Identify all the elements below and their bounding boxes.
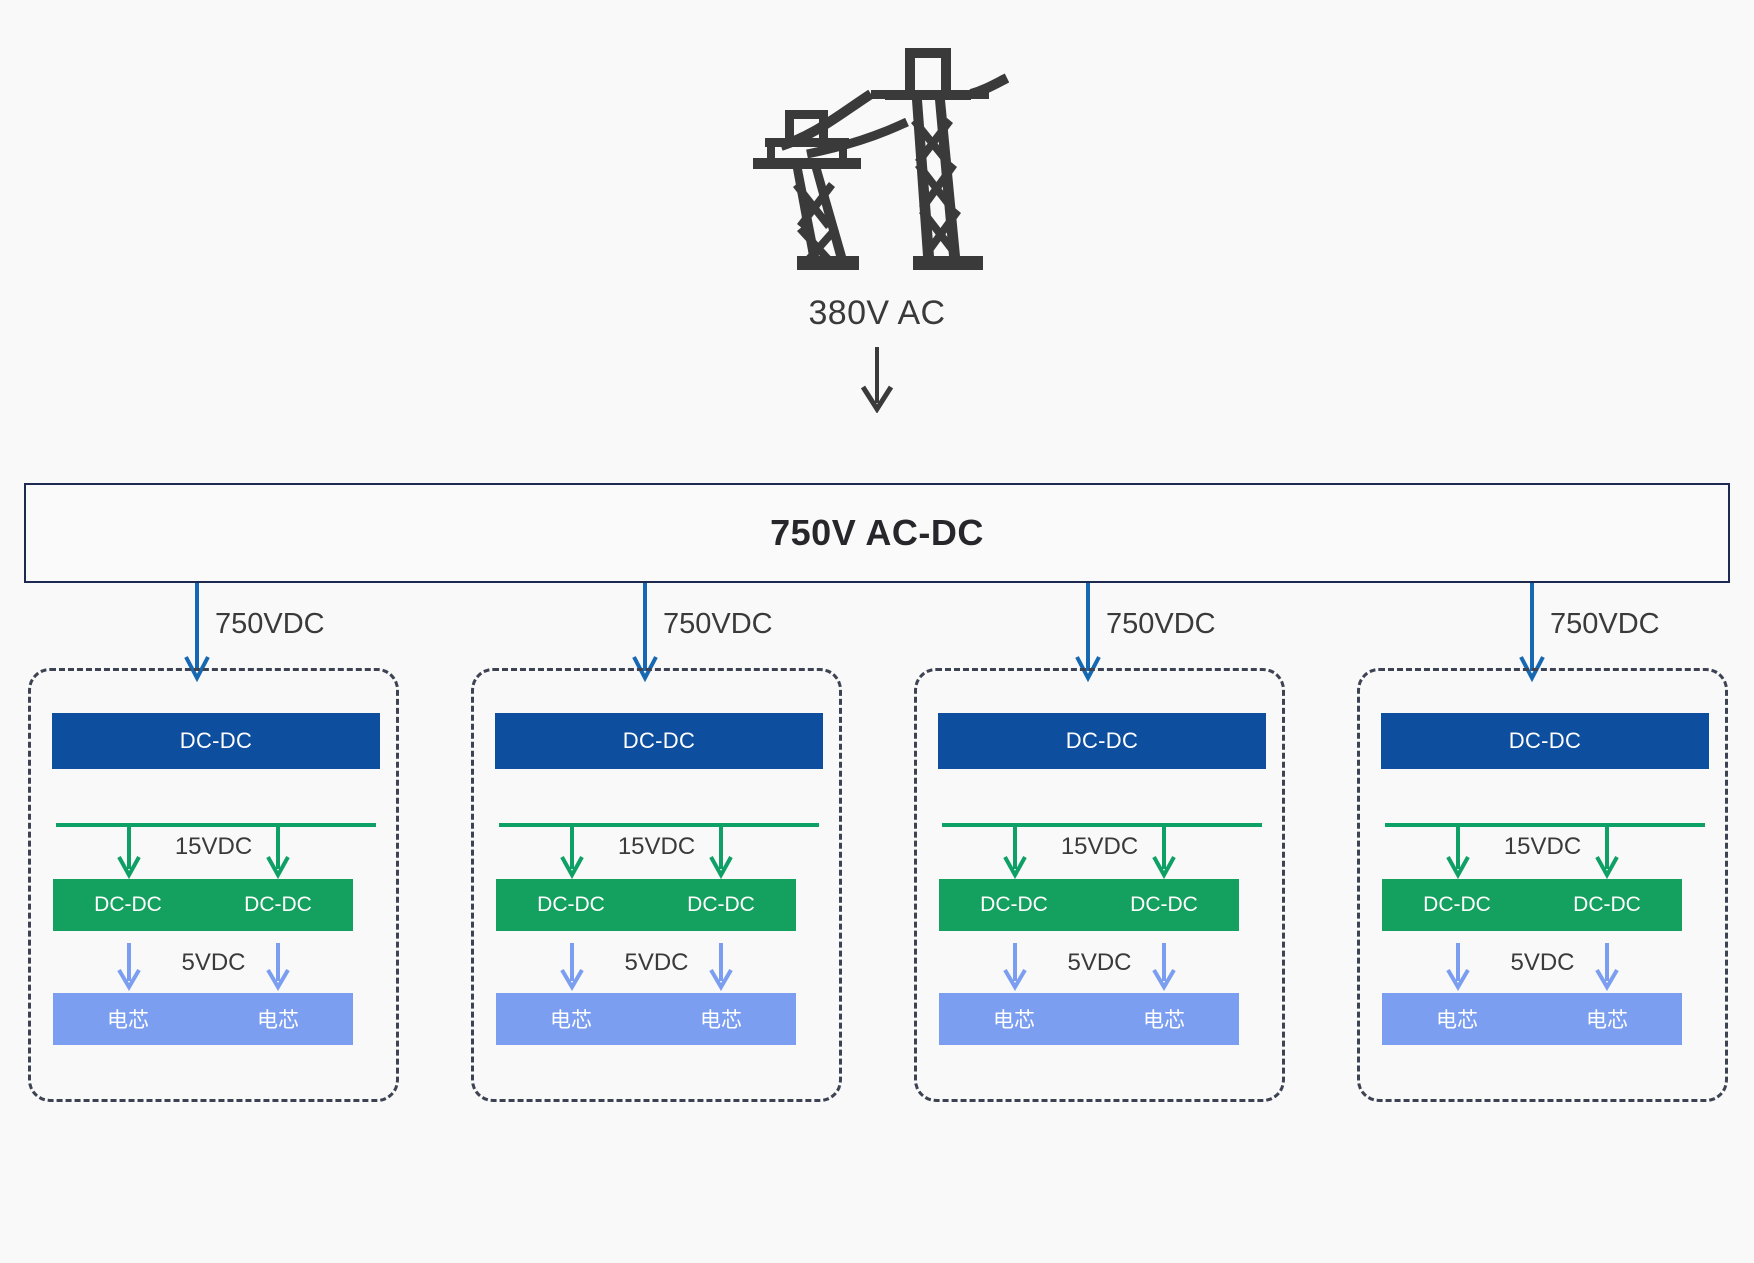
battery-cell-label: 电芯	[1436, 1009, 1478, 1032]
battery-cell-2[interactable]: 电芯	[203, 993, 353, 1045]
feeder-3: 750VDC	[891, 583, 1329, 689]
lv-dc-dc-label: DC-DC	[537, 893, 605, 916]
lv-dc-dc-converter-1[interactable]: DC-DC	[53, 879, 203, 931]
lv-dc-dc-label: DC-DC	[1423, 893, 1491, 916]
bus-line-15v	[942, 823, 1262, 827]
battery-cell-label: 电芯	[107, 1009, 149, 1032]
feeder-down-arrow-icon	[632, 583, 658, 683]
bus-voltage-label: 15VDC	[617, 833, 696, 860]
lv-dc-dc-converter-2[interactable]: DC-DC	[1532, 879, 1682, 931]
battery-cell-label: 电芯	[257, 1009, 299, 1032]
output-down-arrow-left-icon	[1446, 943, 1470, 991]
battery-cell-label: 电芯	[993, 1009, 1035, 1032]
power-source-block: 380V AC	[0, 34, 1754, 413]
output-down-arrow-right-icon	[1152, 943, 1176, 991]
feeder-voltage-label: 750VDC	[215, 608, 325, 640]
lv-dc-dc-converter-2[interactable]: DC-DC	[203, 879, 353, 931]
bus-down-arrow-left-icon	[1446, 827, 1470, 879]
output-voltage-label: 5VDC	[1510, 949, 1575, 976]
lv-dc-dc-converter-2[interactable]: DC-DC	[1089, 879, 1239, 931]
ac-dc-converter-bar[interactable]: 750V AC-DC	[24, 483, 1730, 583]
feeder-down-arrow-icon	[1075, 583, 1101, 683]
hv-dc-dc-converter[interactable]: DC-DC	[52, 713, 380, 769]
battery-cell-label: 电芯	[550, 1009, 592, 1032]
feeder-2: 750VDC	[448, 583, 886, 689]
battery-cell-2[interactable]: 电芯	[1532, 993, 1682, 1045]
output-down-arrow-left-icon	[1003, 943, 1027, 991]
lv-dc-dc-label: DC-DC	[1573, 893, 1641, 916]
battery-cell-label: 电芯	[1586, 1009, 1628, 1032]
power-group-4[interactable]: DC-DC 15VDC DC-DC DC-DC	[1357, 668, 1728, 1102]
output-voltage-label: 5VDC	[1067, 949, 1132, 976]
battery-cell-2[interactable]: 电芯	[1089, 993, 1239, 1045]
output-down-arrow-right-icon	[1595, 943, 1619, 991]
lv-dc-dc-label: DC-DC	[94, 893, 162, 916]
feeder-voltage-label: 750VDC	[663, 608, 773, 640]
output-voltage-label: 5VDC	[181, 949, 246, 976]
output-down-arrow-left-icon	[560, 943, 584, 991]
bus-down-arrow-left-icon	[560, 827, 584, 879]
lv-dc-dc-label: DC-DC	[1130, 893, 1198, 916]
feeder-voltage-label: 750VDC	[1550, 608, 1660, 640]
battery-cell-label: 电芯	[700, 1009, 742, 1032]
battery-cell-2[interactable]: 电芯	[646, 993, 796, 1045]
output-down-arrow-right-icon	[709, 943, 733, 991]
hv-dc-dc-converter[interactable]: DC-DC	[1381, 713, 1709, 769]
lv-dc-dc-converter-1[interactable]: DC-DC	[1382, 879, 1532, 931]
source-down-arrow-icon	[860, 347, 894, 413]
lv-dc-dc-converter-1[interactable]: DC-DC	[496, 879, 646, 931]
power-group-1[interactable]: DC-DC 15VDC DC-DC DC-DC	[28, 668, 399, 1102]
bus-down-arrow-right-icon	[1152, 827, 1176, 879]
bus-voltage-label: 15VDC	[174, 833, 253, 860]
bus-down-arrow-right-icon	[709, 827, 733, 879]
feeder-row: 750VDC 750VDC 750VDC 750VDC	[0, 583, 1754, 689]
battery-cell-1[interactable]: 电芯	[496, 993, 646, 1045]
group-row: DC-DC 15VDC DC-DC DC-DC	[0, 668, 1754, 1108]
bus-down-arrow-left-icon	[117, 827, 141, 879]
lv-dc-dc-converter-2[interactable]: DC-DC	[646, 879, 796, 931]
hv-dc-dc-converter[interactable]: DC-DC	[938, 713, 1266, 769]
lv-dc-dc-converter-1[interactable]: DC-DC	[939, 879, 1089, 931]
feeder-down-arrow-icon	[184, 583, 210, 683]
hv-dc-dc-label: DC-DC	[622, 728, 696, 753]
output-down-arrow-left-icon	[117, 943, 141, 991]
battery-cell-1[interactable]: 电芯	[53, 993, 203, 1045]
bus-line-15v	[56, 823, 376, 827]
bus-voltage-label: 15VDC	[1503, 833, 1582, 860]
bus-down-arrow-right-icon	[266, 827, 290, 879]
feeder-down-arrow-icon	[1519, 583, 1545, 683]
bus-line-15v	[1385, 823, 1705, 827]
hv-dc-dc-label: DC-DC	[179, 728, 253, 753]
battery-cell-1[interactable]: 电芯	[939, 993, 1089, 1045]
lv-dc-dc-label: DC-DC	[980, 893, 1048, 916]
bus-down-arrow-left-icon	[1003, 827, 1027, 879]
feeder-voltage-label: 750VDC	[1106, 608, 1216, 640]
hv-dc-dc-label: DC-DC	[1508, 728, 1582, 753]
ac-dc-converter-label: 750V AC-DC	[770, 512, 984, 553]
bus-voltage-label: 15VDC	[1060, 833, 1139, 860]
power-group-3[interactable]: DC-DC 15VDC DC-DC DC-DC	[914, 668, 1285, 1102]
battery-cell-label: 电芯	[1143, 1009, 1185, 1032]
bus-down-arrow-right-icon	[1595, 827, 1619, 879]
feeder-1: 750VDC	[0, 583, 438, 689]
output-down-arrow-right-icon	[266, 943, 290, 991]
feeder-4: 750VDC	[1335, 583, 1754, 689]
output-voltage-label: 5VDC	[624, 949, 689, 976]
power-group-2[interactable]: DC-DC 15VDC DC-DC DC-DC	[471, 668, 842, 1102]
source-voltage-label: 380V AC	[808, 294, 946, 332]
transmission-tower-icon	[753, 48, 1009, 270]
hv-dc-dc-label: DC-DC	[1065, 728, 1139, 753]
hv-dc-dc-converter[interactable]: DC-DC	[495, 713, 823, 769]
battery-cell-1[interactable]: 电芯	[1382, 993, 1532, 1045]
bus-line-15v	[499, 823, 819, 827]
lv-dc-dc-label: DC-DC	[687, 893, 755, 916]
lv-dc-dc-label: DC-DC	[244, 893, 312, 916]
